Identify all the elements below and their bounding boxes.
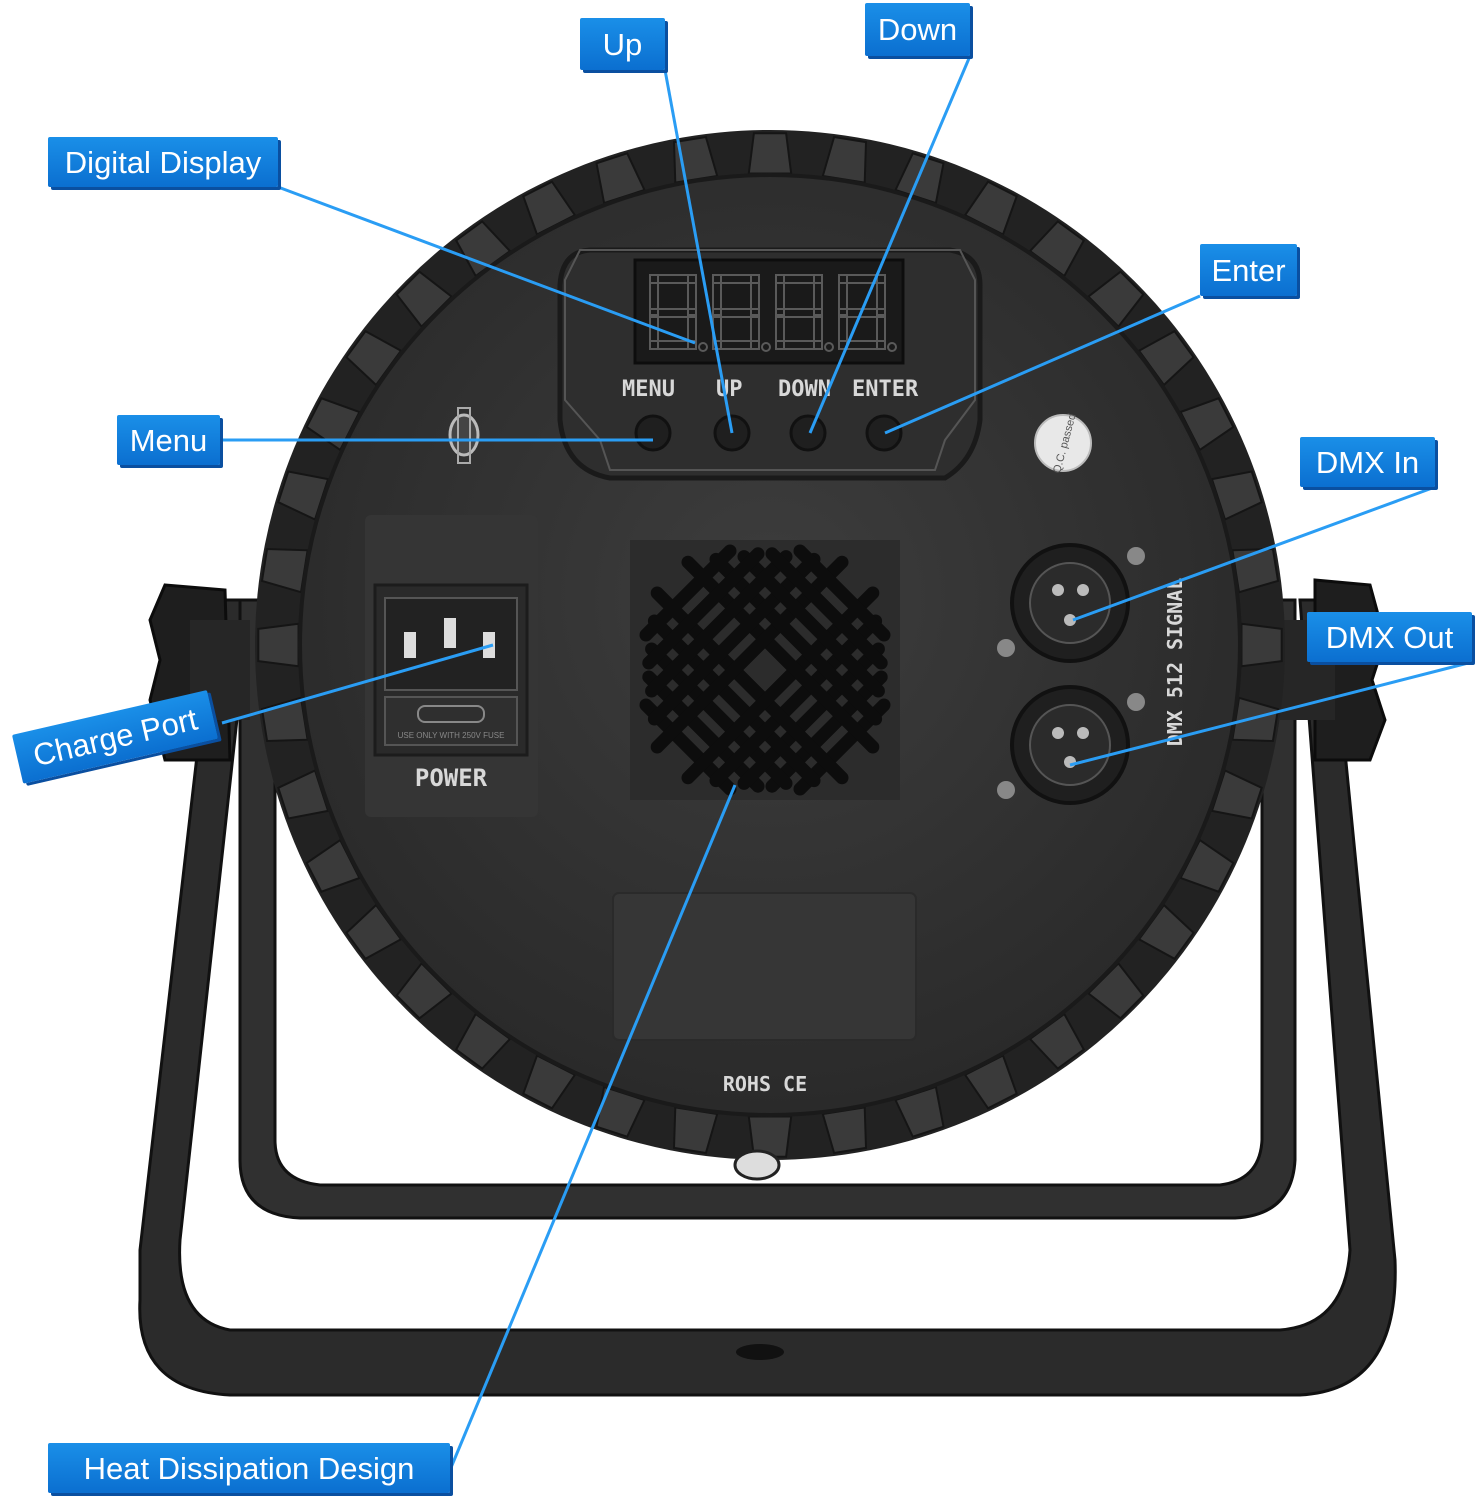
display-segment bbox=[712, 274, 722, 316]
display-dot bbox=[698, 342, 708, 352]
cooling-fin bbox=[257, 622, 300, 668]
callout-leader-lines bbox=[220, 55, 1473, 1471]
dmx-in-connector[interactable] bbox=[997, 543, 1145, 663]
control-panel: MENU UP DOWN ENTER bbox=[557, 247, 983, 481]
vent-slot bbox=[765, 547, 888, 670]
vent-slot bbox=[642, 670, 765, 793]
display-dot bbox=[824, 342, 834, 352]
rohs-ce-mark: ROHS CE bbox=[723, 1072, 807, 1096]
label-plate bbox=[612, 892, 917, 1041]
panel-label-down: DOWN bbox=[778, 377, 831, 402]
seven-segment-digits bbox=[649, 274, 897, 352]
callout-digital-display: Digital Display bbox=[48, 137, 278, 187]
vent-slot bbox=[709, 614, 883, 788]
vent-slot bbox=[642, 547, 765, 670]
vent-slot bbox=[639, 544, 737, 642]
callout-menu: Menu bbox=[117, 415, 220, 465]
display-dot bbox=[761, 342, 771, 352]
qc-sticker: Q.C. passed bbox=[1034, 412, 1092, 475]
panel-label-up: UP bbox=[716, 377, 743, 402]
cooling-fin bbox=[747, 132, 793, 175]
callout-dmx-out: DMX Out bbox=[1307, 612, 1472, 662]
display-segment bbox=[750, 308, 760, 350]
callout-up: Up bbox=[580, 18, 665, 70]
vent-slot bbox=[645, 550, 793, 698]
callout-enter: Enter bbox=[1200, 244, 1297, 296]
dmx-signal-label: DMX 512 SIGNAL bbox=[1163, 578, 1187, 747]
power-module: USE ONLY WITH 250V FUSE POWER bbox=[365, 515, 538, 817]
panel-label-menu: MENU bbox=[622, 377, 675, 402]
display-segment bbox=[813, 308, 823, 350]
mounting-bracket bbox=[138, 598, 1397, 1397]
callout-down: Down bbox=[865, 3, 970, 56]
callout-heat-dissipation: Heat Dissipation Design bbox=[48, 1443, 450, 1493]
vent-slot bbox=[793, 544, 891, 642]
display-segment bbox=[813, 274, 823, 316]
display-segment bbox=[775, 308, 785, 350]
heat-vent-grille bbox=[630, 540, 900, 800]
down-button[interactable] bbox=[789, 414, 827, 452]
vent-slot bbox=[647, 614, 821, 788]
enter-button[interactable] bbox=[865, 414, 903, 452]
display-segment bbox=[649, 274, 659, 316]
vent-slot bbox=[647, 552, 821, 726]
dmx-out-connector[interactable] bbox=[997, 685, 1145, 805]
vent-slot bbox=[765, 670, 888, 793]
display-segment bbox=[876, 274, 886, 316]
panel-label-enter: ENTER bbox=[852, 377, 919, 402]
display-segment bbox=[876, 308, 886, 350]
vent-slot bbox=[709, 552, 883, 726]
display-segment bbox=[687, 308, 697, 350]
menu-button[interactable] bbox=[634, 414, 672, 452]
display-segment bbox=[838, 274, 848, 316]
display-dot bbox=[887, 342, 897, 352]
display-segment bbox=[838, 308, 848, 350]
fuse-label: USE ONLY WITH 250V FUSE bbox=[398, 731, 505, 740]
safety-clip-icon bbox=[448, 407, 480, 464]
power-label: POWER bbox=[415, 764, 488, 792]
callout-dmx-in: DMX In bbox=[1300, 437, 1435, 487]
cooling-fin bbox=[1240, 622, 1283, 668]
display-segment bbox=[750, 274, 760, 316]
display-segment bbox=[687, 274, 697, 316]
display-segment bbox=[775, 274, 785, 316]
